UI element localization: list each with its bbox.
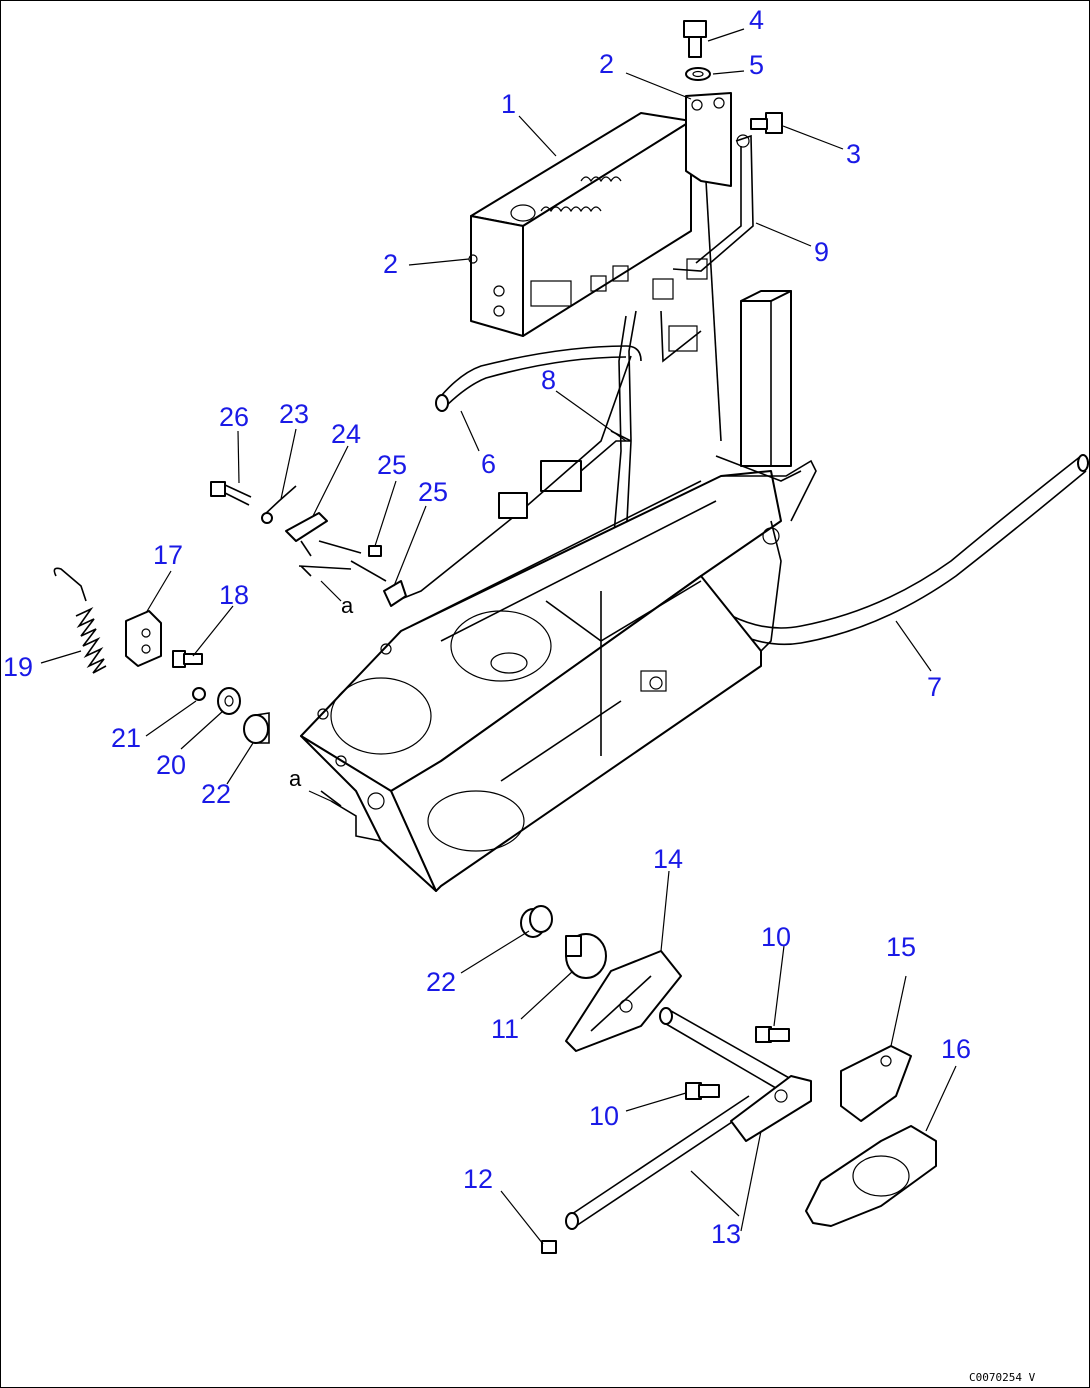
callout-13: 13 — [711, 1219, 741, 1249]
callout-5: 5 — [749, 50, 764, 80]
callout-17: 17 — [153, 540, 183, 570]
part-1-monitor-panel — [468, 112, 692, 337]
part-23-clip — [261, 485, 297, 524]
part-22-bushing-upper — [243, 712, 270, 744]
part-14-arm — [565, 950, 682, 1052]
part-25-connector — [298, 545, 407, 607]
callout-2-upper: 2 — [599, 49, 614, 79]
part-17-block — [125, 610, 162, 667]
part-22-bushing-lower — [520, 905, 553, 938]
callout-8: 8 — [541, 365, 556, 395]
part-10-bolt-upper — [755, 1026, 790, 1043]
callout-19: 19 — [3, 652, 33, 682]
callout-24: 24 — [331, 419, 361, 449]
callout-4: 4 — [749, 5, 764, 35]
part-2-bracket — [685, 92, 732, 187]
callout-1: 1 — [501, 89, 516, 119]
callout-2-lower: 2 — [383, 249, 398, 279]
part-20-washer — [217, 687, 241, 715]
part-18-bolt — [172, 650, 203, 668]
reference-letter-a-upper: a — [341, 593, 354, 618]
callout-10-lower: 10 — [589, 1101, 619, 1131]
part-5-washer — [685, 67, 711, 81]
part-19-spring — [53, 567, 107, 674]
part-12-bolt — [541, 1240, 557, 1254]
part-24-switch — [285, 512, 362, 557]
leader-lines — [40, 28, 957, 1245]
callout-18: 18 — [219, 580, 249, 610]
callout-11: 11 — [491, 1014, 519, 1044]
callout-25-lower: 25 — [418, 477, 448, 507]
callout-14: 14 — [653, 844, 683, 874]
part-10-bolt-lower — [685, 1082, 720, 1100]
callout-7: 7 — [927, 672, 942, 702]
part-4-bolt — [683, 20, 707, 58]
console-housing — [300, 290, 817, 892]
callout-6: 6 — [481, 449, 496, 479]
callout-15: 15 — [886, 932, 916, 962]
part-3-bolt — [750, 112, 783, 134]
callout-26: 26 — [219, 402, 249, 432]
part-13-shaft — [565, 1007, 812, 1230]
part-11-collar — [565, 933, 607, 979]
callout-16: 16 — [941, 1034, 971, 1064]
callout-22-lower: 22 — [426, 967, 456, 997]
part-26-pin — [210, 481, 252, 506]
part-15-bracket — [840, 1045, 912, 1122]
callout-3: 3 — [846, 139, 861, 169]
callout-23: 23 — [279, 399, 309, 429]
callout-20: 20 — [156, 750, 186, 780]
part-16-cover — [805, 1125, 937, 1227]
drawing-code: C0070254 V — [969, 1371, 1036, 1384]
callout-labels: 4 5 2 3 1 2 9 8 6 26 23 24 25 25 17 18 1… — [3, 5, 971, 1249]
callout-21: 21 — [111, 723, 141, 753]
part-9-frame-bracket — [652, 134, 754, 442]
callout-10-upper: 10 — [761, 922, 791, 952]
reference-letters: a a — [289, 593, 354, 791]
callout-25-upper: 25 — [377, 450, 407, 480]
reference-letter-a-lower: a — [289, 766, 302, 791]
callout-12: 12 — [463, 1164, 493, 1194]
part-7-rod — [700, 454, 1089, 646]
callout-22-upper: 22 — [201, 779, 231, 809]
part-6-cable — [395, 345, 642, 602]
part-8-harness — [540, 310, 702, 592]
callout-9: 9 — [814, 237, 829, 267]
part-21-snap-ring — [192, 687, 206, 701]
